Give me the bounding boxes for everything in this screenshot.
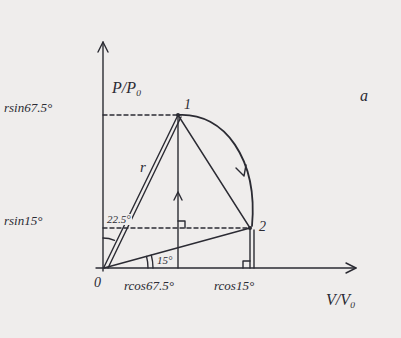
origin-label: 0 — [94, 276, 101, 290]
right-angle-mark — [243, 261, 250, 268]
direction-arrow — [174, 192, 182, 200]
angle-arc — [151, 255, 153, 268]
angle-label: 15° — [156, 255, 173, 266]
axis-label: V/V₀ — [326, 292, 356, 308]
pressure-axis — [102, 42, 103, 271]
tick-label: rcos67.5° — [124, 279, 174, 292]
axis-label: P/P₀ — [112, 80, 142, 96]
dashed-guide — [103, 227, 250, 228]
vertical-line — [253, 230, 254, 268]
angle-arc — [147, 256, 149, 268]
tick-label: rcos15° — [214, 279, 254, 292]
volume-axis — [96, 267, 356, 268]
point-label: 1 — [184, 98, 191, 112]
process-curve — [178, 115, 253, 226]
point-label: 2 — [259, 220, 266, 234]
tick-label: rsin15° — [4, 214, 42, 227]
panel-letter: a — [360, 88, 368, 104]
dashed-guide — [103, 114, 178, 115]
process-arrow — [236, 165, 246, 176]
side-label: r — [140, 160, 146, 175]
angle-arc — [103, 238, 115, 240]
radius-line — [108, 117, 181, 268]
state-point — [176, 113, 180, 117]
chord-line — [178, 115, 250, 228]
axis-arrowhead — [98, 42, 108, 52]
vertical-line — [249, 228, 250, 268]
angle-label: 22.5° — [106, 214, 132, 225]
right-angle-mark — [178, 221, 185, 228]
radius-line — [104, 228, 250, 268]
state-point — [248, 226, 252, 230]
radius-line — [104, 115, 178, 267]
tick-label: rsin67.5° — [4, 101, 52, 114]
axis-arrowhead — [346, 263, 356, 273]
